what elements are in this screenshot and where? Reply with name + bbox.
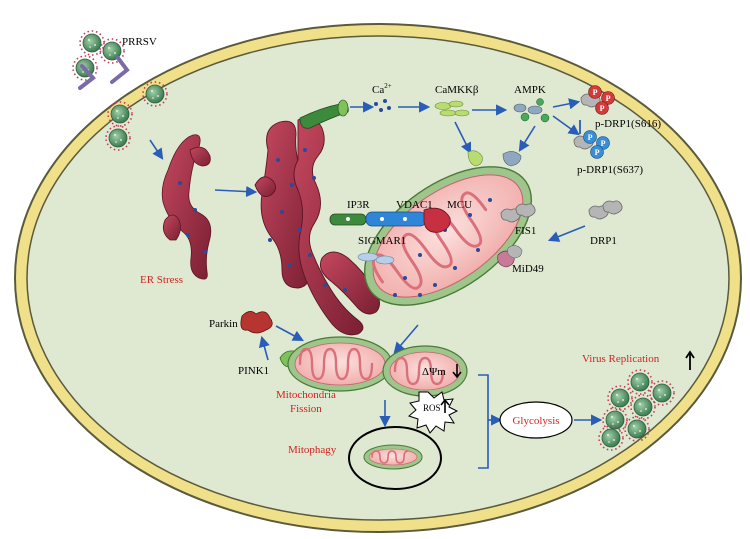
mito-fission-label-2: Fission [290, 403, 322, 415]
er-large-dots [268, 148, 347, 292]
glycolysis-label: Glycolysis [512, 415, 559, 427]
arrow-ampk-to-pdrp1-s637 [552, 115, 580, 136]
up-arrow-icon [685, 350, 695, 370]
cristae [393, 356, 445, 386]
arrow-small-to-large-er [214, 185, 258, 198]
phospho-blue-icon [583, 130, 597, 144]
parkin-protein [240, 311, 273, 334]
prrsv-label: PRRSV [122, 36, 157, 48]
sigmar1-label: SIGMAR1 [358, 235, 406, 247]
mcu-label: MCU [447, 199, 472, 211]
mid49-protein [497, 245, 523, 268]
er-large [254, 116, 380, 336]
up-arrow-icon [440, 398, 450, 413]
phospho-blue-icon [590, 145, 604, 159]
ca-ions [374, 99, 391, 112]
cristae [371, 450, 409, 464]
virus-replication-label: Virus Replication [582, 353, 660, 365]
phospho-red-icon [588, 85, 602, 99]
arrow-ampk-to-mito [518, 125, 536, 152]
pink1-label: PINK1 [238, 365, 269, 377]
pdrp1-s637-label: p-DRP1(S637) [577, 164, 643, 176]
mito-fission-label-1: Mitochondria [276, 389, 336, 401]
er-small-dots [178, 181, 207, 254]
prrsv-virus-group [72, 30, 125, 81]
mitochondrion-fission-right [382, 345, 468, 397]
pdrp1-s616-label: p-DRP1(S616) [595, 118, 661, 130]
er-stress-label: ER Stress [140, 274, 183, 286]
ip3r-top-channel [299, 99, 349, 129]
arrow-parkin-to-mito [275, 325, 304, 342]
phospho-red-icon [595, 101, 609, 115]
ca-label: Ca2+ [372, 82, 392, 96]
down-arrow-icon [452, 364, 462, 379]
arrow-virus-to-er [149, 139, 164, 160]
mid49-label: MiD49 [512, 263, 544, 275]
arrow-camkk-to-mito [454, 121, 472, 155]
cristae [371, 191, 488, 290]
mcu-channel [423, 207, 451, 233]
virus-particle-icon [79, 30, 105, 56]
fis1-label: FIS1 [515, 225, 536, 237]
mitochondrion-large-dots [393, 198, 492, 297]
mitochondrion-fission-left [287, 336, 393, 392]
glycolysis-ellipse [499, 401, 573, 439]
ip3r-vdac1-mcu-complex [329, 207, 451, 233]
mito-receptor-green [467, 150, 483, 167]
delta-psi-m-label: ΔΨm [422, 366, 446, 378]
drp1-label: DRP1 [590, 235, 617, 247]
arrow-pink1-to-parkin [258, 335, 270, 361]
mito-receptor-ampk [502, 151, 522, 167]
cristae [298, 347, 374, 381]
mitophagy-label: Mitophagy [288, 444, 337, 456]
parkin-label: Parkin [209, 318, 238, 330]
sigmar1-protein [357, 252, 395, 265]
er-small [161, 134, 212, 280]
camkk-protein [434, 100, 470, 117]
bracket-to-glycolysis [478, 374, 489, 469]
vdac1-label: VDAC1 [396, 199, 433, 211]
mitochondrion-engulfed [363, 444, 423, 470]
ampk-label: AMPK [514, 84, 546, 96]
arrow-ampk-to-pdrp1-s616 [552, 98, 581, 110]
ros-label: ROS [423, 403, 441, 413]
arrow-mito-to-fission [393, 324, 419, 354]
ip3r-label: IP3R [347, 199, 370, 211]
arrow-drp1-to-fis1 [547, 225, 586, 242]
vdac1-channel [365, 211, 427, 227]
ampk-protein [513, 98, 550, 123]
receptor-icon [78, 56, 130, 90]
camkk-label: CaMKKβ [435, 84, 479, 96]
